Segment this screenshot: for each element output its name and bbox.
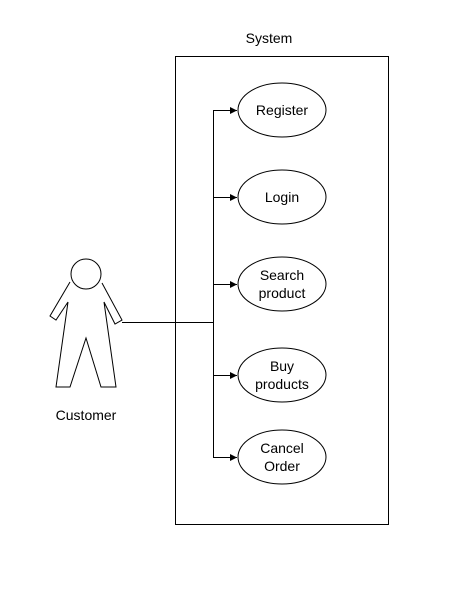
actor-label: Customer	[56, 407, 117, 423]
use-case-search-product[interactable]	[237, 256, 327, 312]
system-boundary	[175, 56, 389, 525]
use-case-register[interactable]	[237, 82, 327, 138]
use-case-cancel-order-label-line1: Cancel	[260, 440, 304, 456]
use-case-login[interactable]	[237, 169, 327, 225]
use-case-search-product-label-line1: Search	[260, 267, 304, 283]
actor-head	[70, 258, 102, 290]
use-case-search-product-label-line2: product	[259, 285, 306, 301]
use-case-cancel-order[interactable]	[237, 429, 327, 485]
use-case-buy-products-label-line2: products	[255, 376, 309, 392]
use-case-buy-products-label-line1: Buy	[270, 358, 294, 374]
actor-customer: Customer	[49, 258, 123, 423]
system-title: System	[246, 30, 293, 46]
use-case-cancel-order-label-line2: Order	[264, 458, 300, 474]
use-case-buy-products[interactable]	[237, 347, 327, 403]
actor-body	[49, 281, 123, 388]
use-case-register-label: Register	[256, 102, 308, 118]
use-case-login-label: Login	[265, 189, 299, 205]
